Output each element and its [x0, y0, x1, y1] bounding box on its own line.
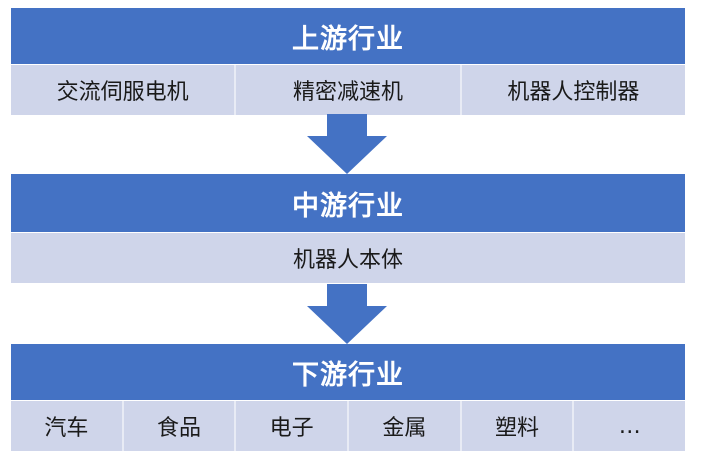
downstream-item: 汽车	[44, 416, 89, 441]
midstream-header: 中游行业	[11, 174, 685, 232]
midstream-items: 机器人本体	[11, 232, 685, 283]
downstream-item: 塑料	[459, 401, 573, 451]
downstream-item: …	[572, 401, 685, 451]
upstream-header: 上游行业	[11, 8, 685, 64]
downstream-items: 汽车 食品 电子 金属 塑料 …	[11, 400, 685, 451]
upstream-title: 上游行业	[292, 23, 404, 55]
downstream-header: 下游行业	[11, 344, 685, 400]
downstream-item: 电子	[234, 401, 347, 451]
flow-arrow-down	[307, 114, 387, 174]
upstream-item: 交流伺服电机	[56, 80, 189, 105]
downstream-item: 金属	[347, 401, 460, 451]
upstream-item: 机器人控制器	[459, 65, 685, 115]
upstream-items: 交流伺服电机 精密减速机 机器人控制器	[11, 64, 685, 115]
upstream-item: 精密减速机	[234, 65, 459, 115]
midstream-title: 中游行业	[292, 190, 404, 222]
downstream-title: 下游行业	[292, 359, 404, 391]
downstream-item: 食品	[121, 401, 235, 451]
flow-arrow-down	[307, 284, 387, 344]
midstream-item: 机器人本体	[292, 248, 403, 273]
